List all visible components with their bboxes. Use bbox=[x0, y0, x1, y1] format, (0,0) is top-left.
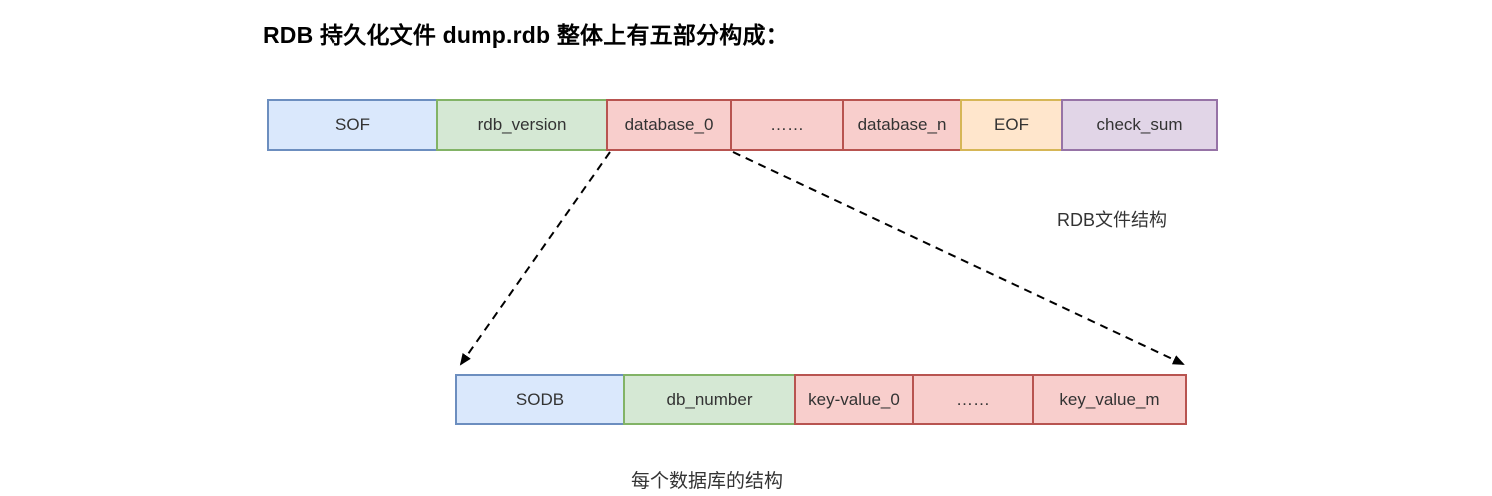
database-structure-caption: 每个数据库的结构 bbox=[630, 471, 783, 492]
bar-segment-key-value-0: key-value_0 bbox=[794, 374, 914, 425]
bar-segment-db-number: db_number bbox=[623, 374, 796, 425]
bar-segment-sof: SOF bbox=[267, 99, 438, 151]
bar-segment-database-n: database_n bbox=[842, 99, 962, 151]
bar-segment-ellipsis: …… bbox=[730, 99, 844, 151]
page-title: RDB 持久化文件 dump.rdb 整体上有五部分构成： bbox=[263, 22, 789, 48]
bar-segment-check-sum: check_sum bbox=[1061, 99, 1218, 151]
rdb-file-structure-caption: RDB文件结构 bbox=[1056, 210, 1167, 230]
dashed-arrow-right bbox=[732, 151, 1185, 365]
bar-segment-ellipsis: …… bbox=[912, 374, 1034, 425]
bar-segment-sodb: SODB bbox=[455, 374, 625, 425]
bar-segment-key-value-m: key_value_m bbox=[1032, 374, 1187, 425]
dashed-arrow-left bbox=[459, 151, 611, 366]
bar-segment-eof: EOF bbox=[960, 99, 1063, 151]
bar-segment-rdb-version: rdb_version bbox=[436, 99, 608, 151]
bar-segment-database-0: database_0 bbox=[606, 99, 732, 151]
